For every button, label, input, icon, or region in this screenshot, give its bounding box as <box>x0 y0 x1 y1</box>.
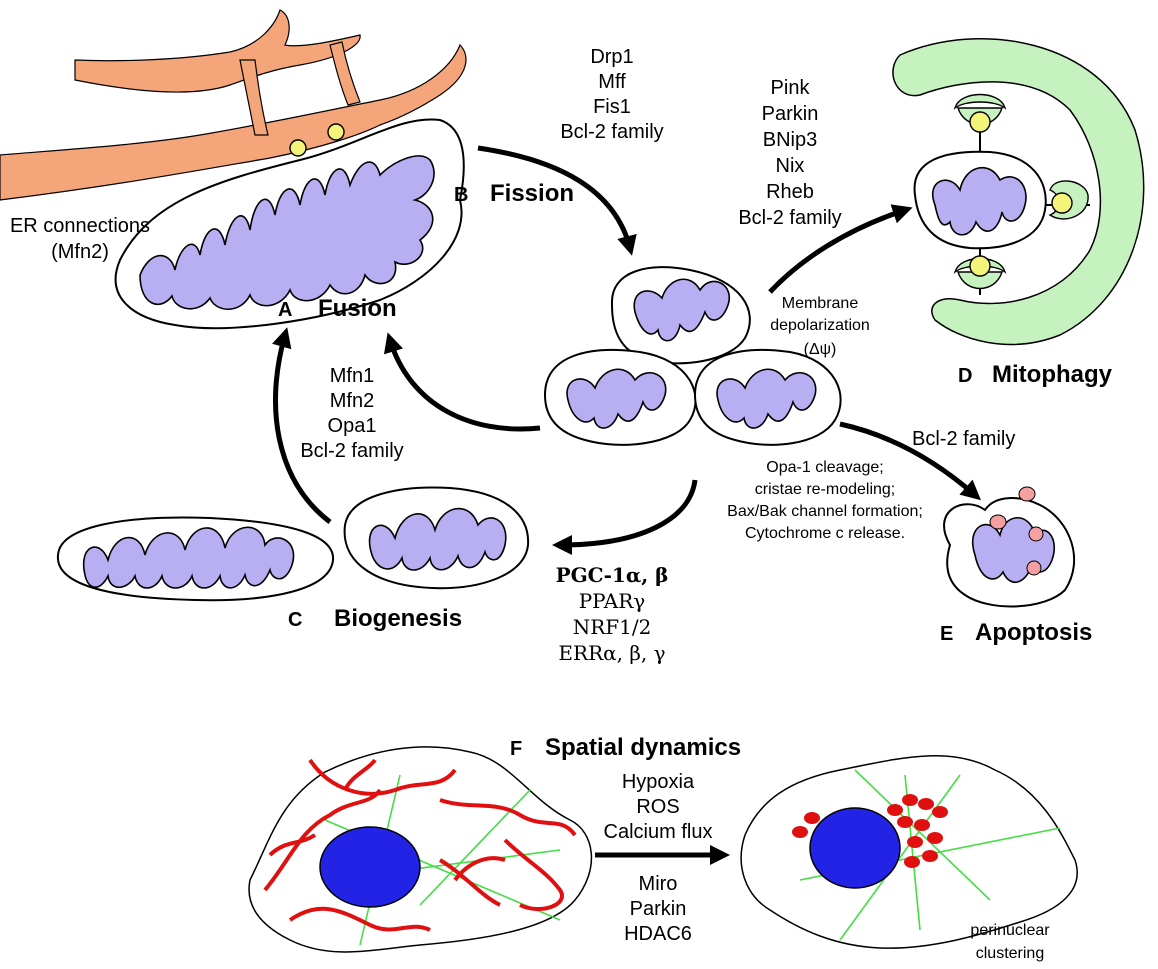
cell-right <box>740 755 1078 949</box>
autophagosome <box>892 38 1145 346</box>
mitophagy-protein: Bcl-2 family <box>738 207 841 229</box>
biogenesis-factor: PGC-1α, β <box>556 563 669 587</box>
apoptosis-event: Bax/Bak channel formation; <box>727 503 923 520</box>
spatial-stimulus: ROS <box>636 796 679 818</box>
biogenesis-mito-right <box>343 486 530 590</box>
cell-left <box>248 746 593 953</box>
apoptosis-regulator: Bcl-2 family <box>912 428 1015 450</box>
biogenesis-factor: NRF1/2 <box>573 615 652 639</box>
fission-protein: Mff <box>598 71 626 93</box>
spatial-stimulus: Hypoxia <box>622 771 695 793</box>
mitophagy-letter: D <box>958 365 972 387</box>
perinuclear-label: clustering <box>976 945 1044 962</box>
spatial-stimulus: Calcium flux <box>604 821 713 843</box>
biogenesis-title: Biogenesis <box>334 605 462 632</box>
mito-network <box>263 758 577 932</box>
apoptosis-event: Cytochrome c release. <box>745 525 905 542</box>
apoptosis-event: Opa-1 cleavage; <box>766 459 883 476</box>
process-arrows <box>272 145 982 865</box>
apoptosis-title: Apoptosis <box>975 619 1092 646</box>
spatial-mediator: HDAC6 <box>624 923 692 945</box>
fused-mitochondrion <box>114 118 465 330</box>
perinuclear-label: perinuclear <box>970 922 1050 939</box>
fusion-protein: Mfn1 <box>330 365 374 387</box>
er-network <box>0 9 467 201</box>
fragment-right <box>693 348 842 446</box>
lc3-receptor-complexes <box>953 93 1090 295</box>
engulfed-mitochondrion <box>913 150 1047 250</box>
fusion-protein: Bcl-2 family <box>300 440 403 462</box>
spatial-mediator: Miro <box>639 873 678 895</box>
cytochrome-c-dots <box>989 486 1044 576</box>
fusion-protein: Opa1 <box>328 415 377 437</box>
er-connections-label: (Mfn2) <box>51 241 109 263</box>
fission-protein: Drp1 <box>590 46 633 68</box>
biogenesis-factor: ERRα, β, γ <box>558 641 665 665</box>
mitophagy-protein: Pink <box>771 77 811 99</box>
spatial-mediator: Parkin <box>630 898 687 920</box>
mitophagy-title: Mitophagy <box>992 361 1113 388</box>
spatial-letter: F <box>510 738 522 760</box>
biogenesis-letter: C <box>288 609 302 631</box>
apoptosis-letter: E <box>940 623 953 645</box>
fragment-left <box>543 348 697 446</box>
fission-letter: B <box>454 184 468 206</box>
fragment-top <box>610 266 751 365</box>
fusion-title: Fusion <box>318 295 397 322</box>
nucleus <box>319 826 421 908</box>
mitophagy-protein: BNip3 <box>763 129 817 151</box>
nucleus <box>809 807 901 889</box>
fusion-letter: A <box>278 299 292 321</box>
fission-protein: Bcl-2 family <box>560 121 663 143</box>
apoptotic-mitochondrion <box>943 497 1075 608</box>
spatial-title: Spatial dynamics <box>545 734 741 761</box>
fusion-protein: Mfn2 <box>330 390 374 412</box>
biogenesis-factor: PPARγ <box>579 589 646 613</box>
er-contact-dot <box>289 139 307 157</box>
mitophagy-protein: Nix <box>776 155 805 177</box>
depolarization-label: (Δψ) <box>804 341 837 358</box>
mitophagy-protein: Rheb <box>766 181 814 203</box>
depolarization-label: Membrane <box>782 295 859 312</box>
fission-title: Fission <box>490 180 574 207</box>
er-connections-label: ER connections <box>10 215 150 237</box>
mitophagy-protein: Parkin <box>762 103 819 125</box>
fission-protein: Fis1 <box>593 96 631 118</box>
clustered-mitochondria <box>792 794 948 868</box>
depolarization-label: depolarization <box>770 317 870 334</box>
apoptosis-event: cristae re-modeling; <box>755 481 896 498</box>
biogenesis-mito-left <box>56 516 335 602</box>
er-contact-dot <box>327 123 345 141</box>
